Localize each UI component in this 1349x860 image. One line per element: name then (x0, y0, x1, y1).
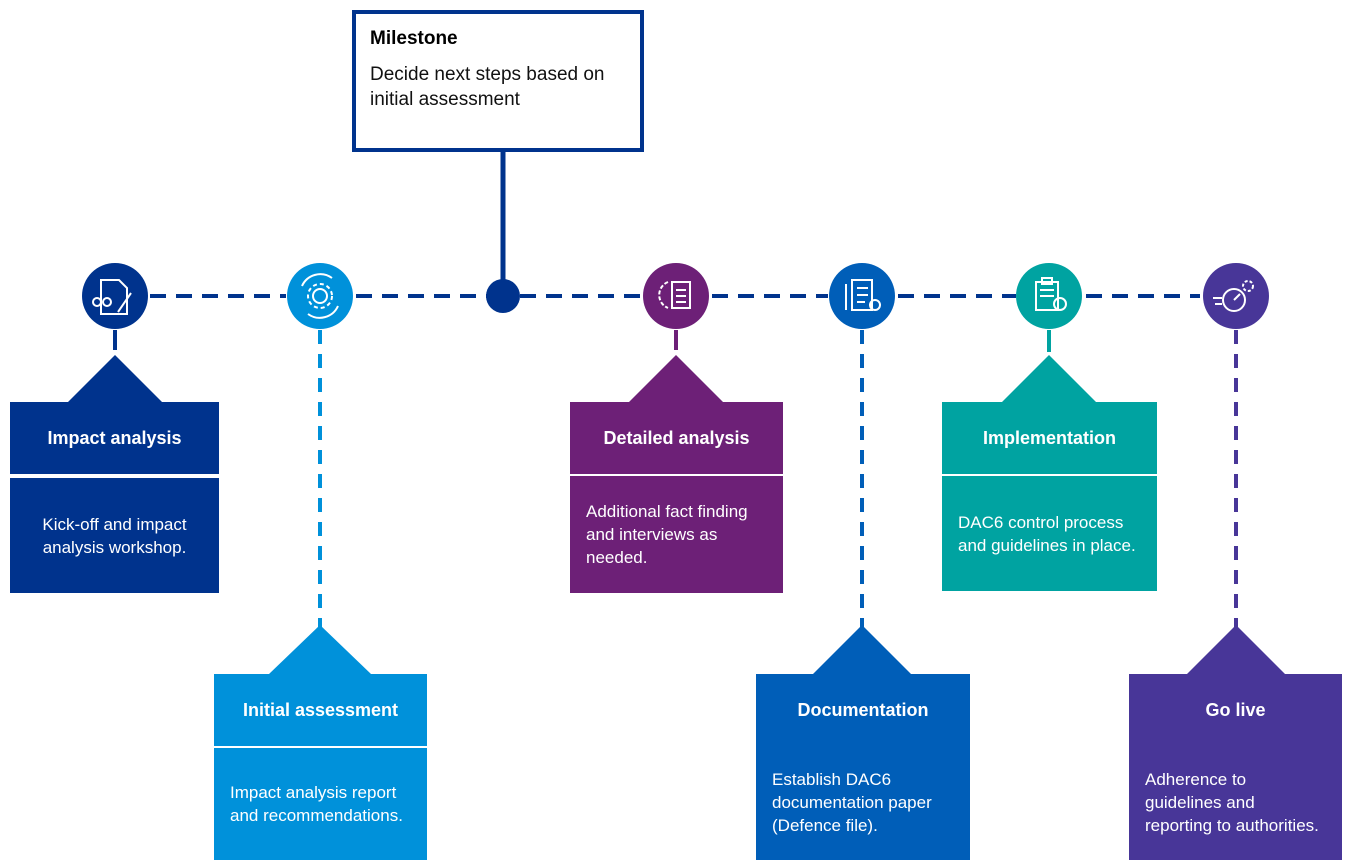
step-description-detailed-analysis: Additional fact finding and interviews a… (570, 476, 783, 593)
pointer-go-live (1187, 625, 1285, 674)
pointer-impact-analysis (68, 355, 162, 402)
step-label-go-live: Go live (1129, 674, 1342, 746)
step-label-initial-assessment: Initial assessment (214, 674, 427, 746)
step-label-implementation: Implementation (942, 402, 1157, 474)
milestone-dot (486, 279, 520, 313)
pointer-documentation (813, 625, 911, 674)
clipboard-check-icon (1016, 263, 1082, 329)
step-label-documentation: Documentation (756, 674, 970, 746)
milestone-text: Decide next steps based on initial asses… (370, 64, 605, 110)
step-description-go-live: Adherence to guidelines and reporting to… (1129, 745, 1342, 860)
step-label-detailed-analysis: Detailed analysis (570, 402, 783, 474)
gear-document-icon (643, 263, 709, 329)
pointer-initial-assessment (269, 625, 371, 674)
speedometer-gear-icon (1203, 263, 1269, 329)
step-connectors (113, 330, 1238, 635)
step-description-impact-analysis: Kick-off and impact analysis workshop. (10, 478, 219, 593)
checklist-gear-icon (829, 263, 895, 329)
step-description-implementation: DAC6 control process and guidelines in p… (942, 476, 1157, 591)
pointer-implementation (1002, 355, 1096, 402)
milestone-title: Milestone (370, 28, 458, 49)
gear-cycle-icon (287, 263, 353, 329)
milestone-box: Milestone Decide next steps based on ini… (352, 10, 644, 152)
step-label-impact-analysis: Impact analysis (10, 402, 219, 474)
step-description-documentation: Establish DAC6 documentation paper (Defe… (756, 745, 970, 860)
document-edit-icon (82, 263, 148, 329)
step-description-initial-assessment: Impact analysis report and recommendatio… (214, 748, 427, 860)
pointer-detailed-analysis (629, 355, 723, 402)
